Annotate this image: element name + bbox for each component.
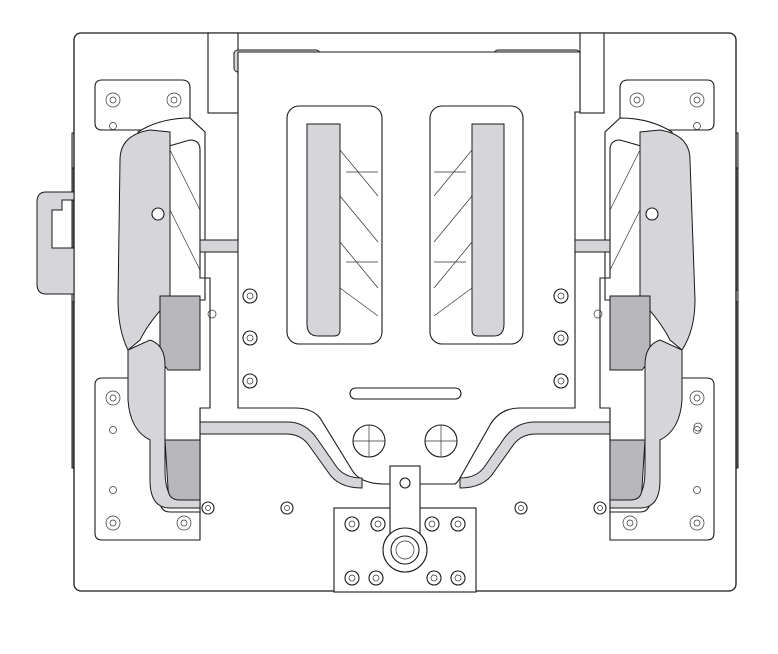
right-guide-rail <box>459 421 611 489</box>
right-clamp-housing <box>574 117 696 513</box>
left-guide-rail <box>199 421 363 489</box>
left-clamp-housing <box>117 117 239 513</box>
bottom-center-mount <box>333 465 477 593</box>
base-plate-holes <box>201 309 703 515</box>
central-slot <box>349 387 462 400</box>
corner-plate-top-right <box>619 79 715 131</box>
corner-plate-top-left <box>94 79 191 131</box>
left-bolt-column <box>242 288 258 389</box>
left-hook <box>36 191 75 295</box>
left-window <box>286 105 383 345</box>
right-bolt-column <box>553 288 569 389</box>
right-window <box>429 105 524 345</box>
center-round-holes <box>352 424 458 458</box>
